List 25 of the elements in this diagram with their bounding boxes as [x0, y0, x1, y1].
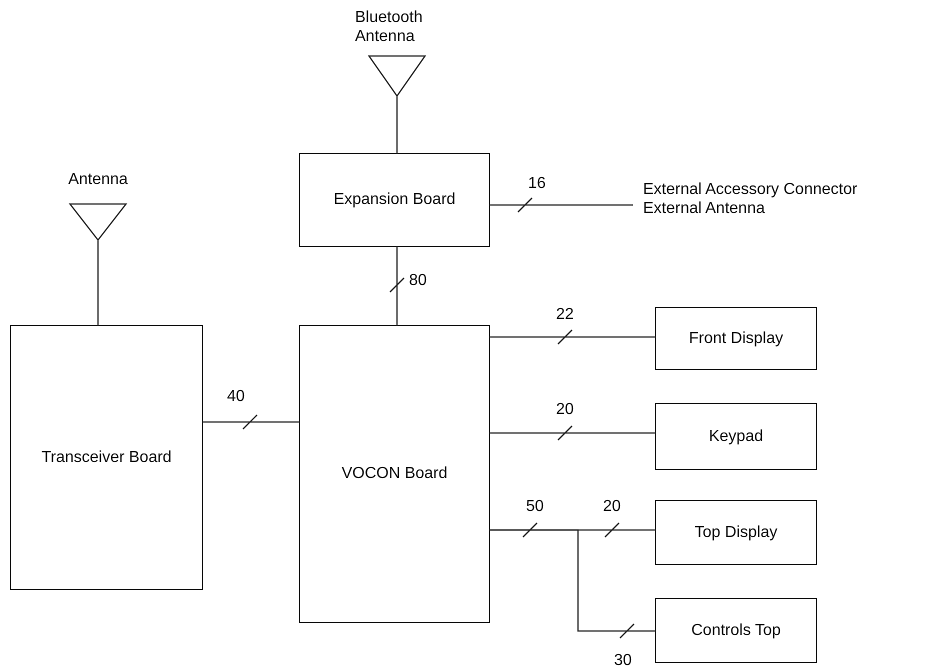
board-name: Front Display [688, 328, 784, 348]
board-name: Transceiver Board [41, 448, 172, 468]
board-box [655, 500, 817, 565]
connector-line [97, 240, 99, 325]
connector-line [396, 96, 398, 153]
connector-line [203, 421, 299, 423]
connector-text: External Accessory Connector External Antenna [643, 180, 858, 218]
board-name: Controls Top [691, 620, 781, 640]
board-box [299, 325, 490, 623]
connector-line [490, 336, 655, 338]
connector-line [490, 432, 655, 434]
board-box [10, 325, 203, 590]
board-name: VOCON Board [342, 464, 448, 484]
board-name: Expansion Board [334, 190, 456, 210]
board-box [299, 153, 490, 247]
board-name: Top Display [694, 522, 778, 542]
board-box [655, 307, 817, 370]
board-box [655, 403, 817, 470]
board-name: Keypad [708, 426, 764, 446]
connector-line [490, 204, 633, 206]
connector-line [396, 247, 398, 325]
antenna-label: Bluetooth Antenna [355, 8, 424, 46]
connector-line [490, 529, 655, 632]
antenna-label: Antenna [68, 170, 128, 190]
board-box [655, 598, 817, 663]
